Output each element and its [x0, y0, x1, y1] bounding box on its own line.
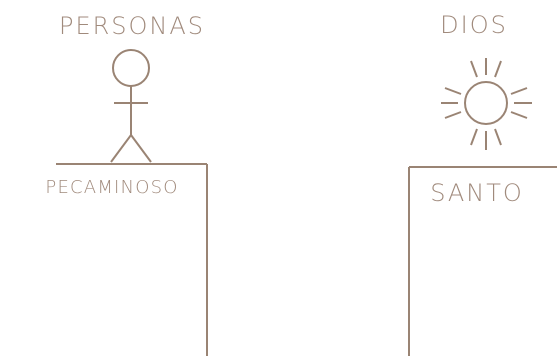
pecaminoso-label: PECAMINOSO	[45, 177, 179, 198]
personas-title: PERSONAS	[58, 12, 206, 40]
stick-figure-icon	[110, 49, 152, 163]
dios-title: DIOS	[440, 11, 508, 39]
santo-label: SANTO	[430, 179, 524, 207]
right-pillar	[408, 166, 557, 356]
sun-icon	[441, 58, 532, 150]
left-pillar	[56, 163, 208, 356]
